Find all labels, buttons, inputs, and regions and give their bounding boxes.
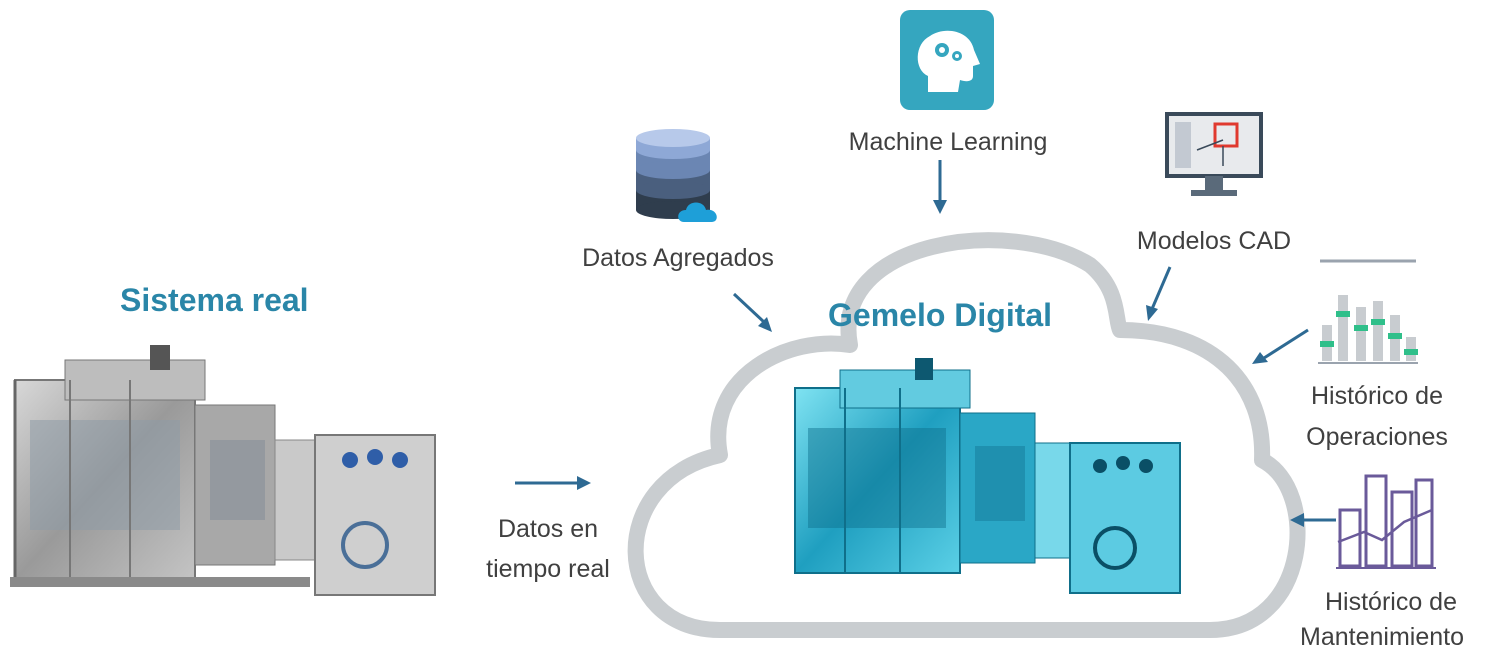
industrial-machine-image xyxy=(10,345,436,596)
realtime-label-line1: Datos en xyxy=(497,515,599,543)
machine-learning-label: Machine Learning xyxy=(848,128,1048,156)
ml-arrow xyxy=(933,160,947,214)
digital-twin-title: Gemelo Digital xyxy=(828,297,1053,333)
maintenance-history-label-line2: Mantenimiento xyxy=(1300,623,1464,651)
real-system-title: Sistema real xyxy=(120,282,309,318)
brain-gears-icon xyxy=(900,10,994,110)
realtime-label-line2: tiempo real xyxy=(486,555,610,583)
cad-monitor-icon xyxy=(1165,112,1263,196)
maintenance-history-label-line1: Histórico de xyxy=(1325,588,1457,616)
digital-machine-image xyxy=(794,358,1181,594)
operations-history-label-line1: Histórico de xyxy=(1311,382,1443,410)
aggregated-data-label: Datos Agregados xyxy=(582,244,774,272)
realtime-arrow xyxy=(515,476,591,490)
operations-history-label-line2: Operaciones xyxy=(1306,423,1448,451)
bar-chart-icon xyxy=(1318,259,1418,364)
operations-arrow xyxy=(1252,328,1309,364)
database-cloud-icon xyxy=(636,129,717,222)
maintenance-arrow xyxy=(1290,513,1336,527)
cad-models-label: Modelos CAD xyxy=(1136,227,1292,255)
trend-chart-icon xyxy=(1336,474,1436,569)
cad-arrow xyxy=(1146,266,1172,321)
aggregated-data-arrow xyxy=(732,292,772,332)
